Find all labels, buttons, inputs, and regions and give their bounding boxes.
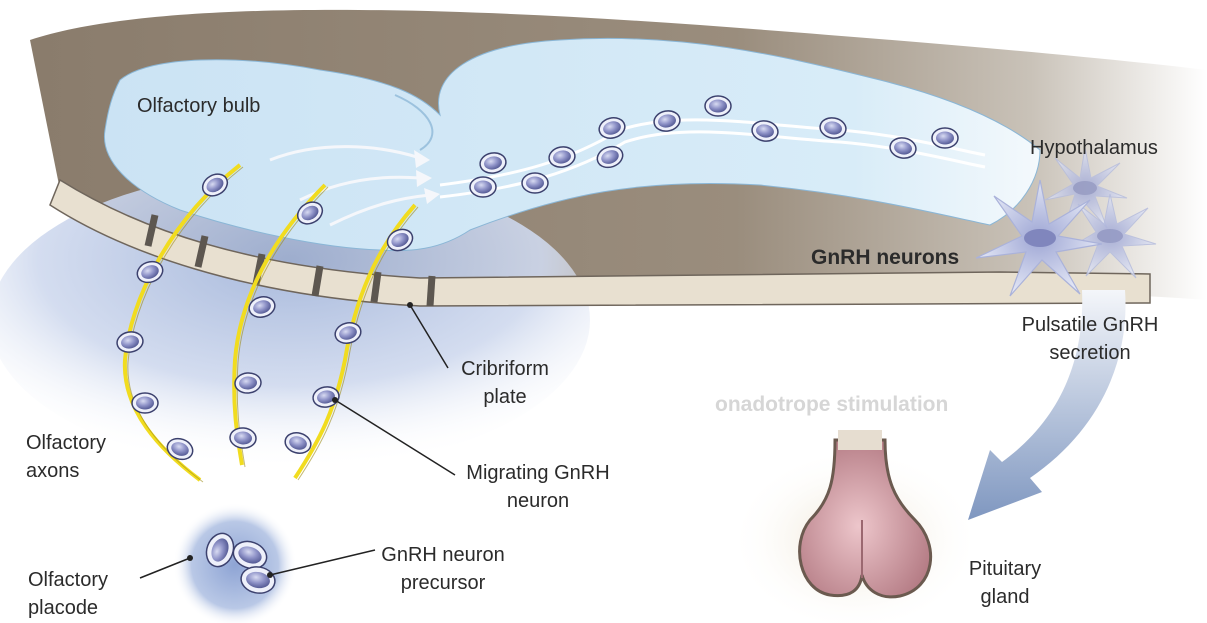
gnrh-neuron-cell — [522, 173, 548, 193]
faded-background-text: onadotrope stimulation — [715, 393, 948, 417]
placode-line-2: placode — [28, 594, 108, 622]
hypothalamus-label: Hypothalamus — [1030, 134, 1158, 162]
migrating-line-2: neuron — [448, 487, 628, 515]
axons-line-1: Olfactory — [26, 429, 106, 457]
olfactory-placode-shape — [173, 503, 297, 623]
pituitary-line-2: gland — [950, 583, 1060, 611]
gnrh-neurons-label: GnRH neurons — [811, 244, 959, 272]
gnrh-neuron-cell — [132, 393, 158, 413]
pituitary-line-1: Pituitary — [950, 555, 1060, 583]
placode-line-1: Olfactory — [28, 566, 108, 594]
cribriform-line-2: plate — [440, 383, 570, 411]
cribriform-line-1: Cribriform — [440, 355, 570, 383]
gnrh-neuron-cell — [470, 177, 496, 197]
pulsatile-secretion-label: Pulsatile GnRH secretion — [990, 311, 1190, 367]
gnrh-precursor-label: GnRH neuron precursor — [368, 541, 518, 597]
cribriform-plate-label: Cribriform plate — [440, 355, 570, 411]
gnrh-neuron-cell — [705, 96, 731, 116]
pulsatile-line-2: secretion — [990, 339, 1190, 367]
migrating-line-1: Migrating GnRH — [448, 459, 628, 487]
pituitary-gland-label: Pituitary gland — [950, 555, 1060, 611]
olfactory-placode-label: Olfactory placode — [28, 566, 108, 622]
precursor-line-1: GnRH neuron — [368, 541, 518, 569]
migrating-neuron-label: Migrating GnRH neuron — [448, 459, 628, 515]
olfactory-bulb-label: Olfactory bulb — [137, 92, 260, 120]
pulsatile-line-1: Pulsatile GnRH — [990, 311, 1190, 339]
precursor-line-2: precursor — [368, 569, 518, 597]
olfactory-axons-label: Olfactory axons — [26, 429, 106, 485]
axons-line-2: axons — [26, 457, 106, 485]
gnrh-neuron-cell — [932, 128, 958, 148]
